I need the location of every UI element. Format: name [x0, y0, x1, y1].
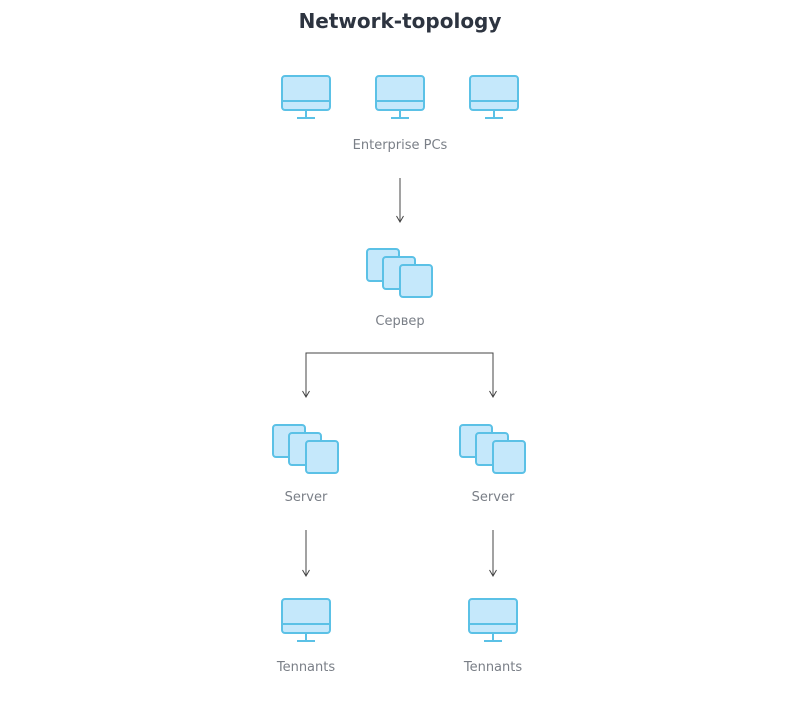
monitor-icon: [469, 75, 519, 119]
server-stack-icon: [272, 424, 339, 474]
node-label: Server: [285, 490, 328, 505]
node-label: Сервер: [375, 314, 424, 329]
node-label: Tennants: [276, 660, 336, 675]
server-right-node: Server: [459, 424, 526, 505]
connector-server-left-to-tenants: [302, 530, 310, 577]
node-label: Tennants: [463, 660, 523, 675]
monitor-icon: [281, 75, 331, 119]
node-label: Enterprise PCs: [353, 138, 448, 153]
tenants-right-node: Tennants: [463, 598, 523, 675]
node-label: Server: [472, 490, 515, 505]
connector-server-right-to-tenants: [489, 530, 497, 577]
server-stack-icon: [459, 424, 526, 474]
monitor-icon: [281, 598, 331, 642]
tenants-left-node: Tennants: [276, 598, 336, 675]
main-server-node: Сервер: [366, 248, 433, 329]
connector-branch: [302, 352, 497, 398]
page-title: Network-topology: [299, 9, 502, 33]
monitor-icon: [468, 598, 518, 642]
enterprise-pcs-node: Enterprise PCs: [281, 75, 519, 153]
connector-pcs-to-server: [396, 178, 404, 223]
server-stack-icon: [366, 248, 433, 298]
server-left-node: Server: [272, 424, 339, 505]
monitor-icon: [375, 75, 425, 119]
